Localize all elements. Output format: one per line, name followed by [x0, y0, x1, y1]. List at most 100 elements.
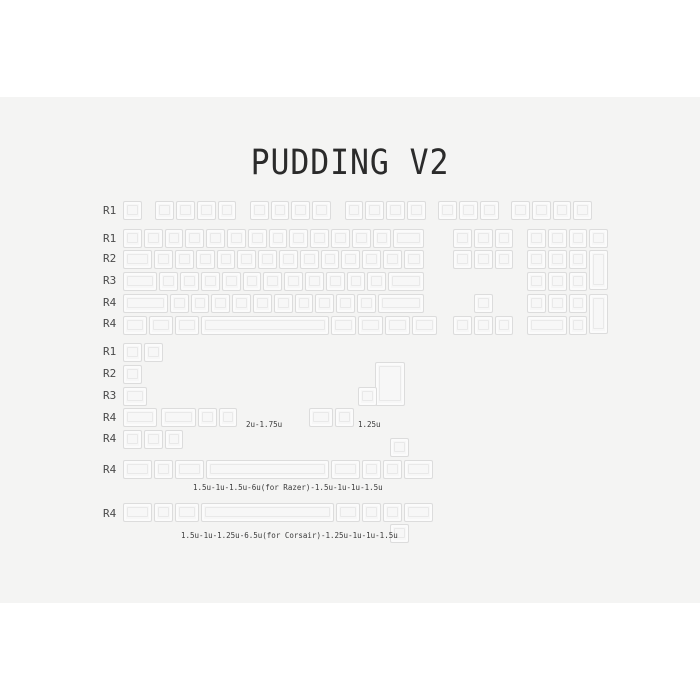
- keycap: [206, 460, 329, 479]
- keycap: [406, 201, 426, 220]
- keycap: [527, 229, 546, 248]
- keycap: [346, 272, 366, 291]
- row-label: R3: [103, 389, 117, 402]
- keycap: [180, 272, 199, 291]
- keycap: [164, 430, 184, 449]
- keycap: [386, 201, 405, 220]
- keycap: [438, 201, 457, 220]
- keycap: [284, 272, 303, 291]
- keycap: [268, 229, 288, 248]
- keycap: [358, 316, 384, 335]
- keycap: [263, 272, 283, 291]
- keycap: [331, 460, 361, 479]
- keycap: [403, 460, 433, 479]
- keycap: [216, 250, 236, 269]
- keycap: [169, 294, 189, 313]
- keycap: [232, 294, 251, 313]
- keycap: [527, 250, 546, 269]
- keycap: [312, 201, 332, 220]
- keycap: [175, 460, 205, 479]
- keycap: [123, 408, 158, 427]
- row-label: R4: [103, 411, 117, 424]
- keycap: [473, 316, 493, 335]
- keycap: [154, 250, 173, 269]
- keycap: [159, 272, 179, 291]
- keycap: [547, 229, 567, 248]
- keycap: [320, 250, 340, 269]
- keycap: [375, 362, 405, 406]
- keycap: [195, 250, 215, 269]
- keycap: [253, 294, 272, 313]
- keycap: [331, 316, 357, 335]
- keycap: [258, 250, 277, 269]
- caption-125u: 1.25u: [358, 420, 381, 429]
- keycap: [388, 272, 424, 291]
- keycap: [176, 201, 195, 220]
- keycap: [393, 229, 424, 248]
- keycap: [453, 250, 472, 269]
- row-label: R3: [103, 274, 117, 287]
- keycap: [494, 229, 514, 248]
- keycap: [299, 250, 319, 269]
- keycap: [315, 294, 335, 313]
- keycap: [149, 316, 173, 335]
- keycap: [123, 503, 153, 522]
- keycap: [458, 201, 478, 220]
- keycap: [237, 250, 257, 269]
- keycap: [383, 250, 402, 269]
- keycap: [589, 250, 609, 290]
- keycap: [453, 316, 472, 335]
- keycap: [453, 229, 472, 248]
- caption-razer: 1.5u-1u-1.5u-6u(for Razer)-1.5u-1u-1u-1.…: [193, 483, 383, 492]
- keycap: [568, 229, 588, 248]
- keycap: [358, 387, 377, 406]
- keycap: [227, 229, 246, 248]
- keycap: [335, 408, 354, 427]
- keycap: [367, 272, 387, 291]
- keycap: [552, 201, 572, 220]
- keycap: [197, 408, 217, 427]
- keycap: [494, 250, 514, 269]
- keycap: [325, 272, 345, 291]
- row-label: R4: [103, 296, 117, 309]
- keycap: [123, 316, 147, 335]
- keycap: [201, 503, 335, 522]
- row-label: R1: [103, 345, 117, 358]
- keycap: [403, 503, 433, 522]
- keycap: [547, 250, 567, 269]
- keycap: [123, 387, 147, 406]
- row-label: R4: [103, 432, 117, 445]
- keycap: [331, 229, 350, 248]
- keycap: [175, 316, 199, 335]
- keycap: [161, 408, 196, 427]
- keycap: [270, 201, 290, 220]
- keycap: [123, 201, 142, 220]
- keycap: [196, 201, 216, 220]
- keycap: [143, 343, 163, 362]
- keycap: [510, 201, 530, 220]
- page-title: PUDDING V2: [250, 143, 450, 183]
- keycap: [247, 229, 267, 248]
- row-label: R4: [103, 463, 117, 476]
- caption-corsair: 1.5u-1u-1.25u-6.5u(for Corsair)-1.25u-1u…: [181, 531, 398, 540]
- keycap: [175, 503, 199, 522]
- keycap: [143, 229, 163, 248]
- keycap: [123, 365, 142, 384]
- keycap: [249, 201, 269, 220]
- keycap: [305, 272, 324, 291]
- keycap: [589, 294, 609, 334]
- keycap: [123, 272, 158, 291]
- keycap: [291, 201, 311, 220]
- row-label: R4: [103, 507, 117, 520]
- keycap: [568, 250, 588, 269]
- keycap: [568, 272, 588, 291]
- keycap: [479, 201, 499, 220]
- keycap: [473, 229, 493, 248]
- keycap: [357, 294, 376, 313]
- keycap: [385, 316, 411, 335]
- keycap: [390, 438, 409, 457]
- keycap: [473, 250, 493, 269]
- keycap: [344, 201, 364, 220]
- keycap: [362, 460, 381, 479]
- keycap: [143, 430, 163, 449]
